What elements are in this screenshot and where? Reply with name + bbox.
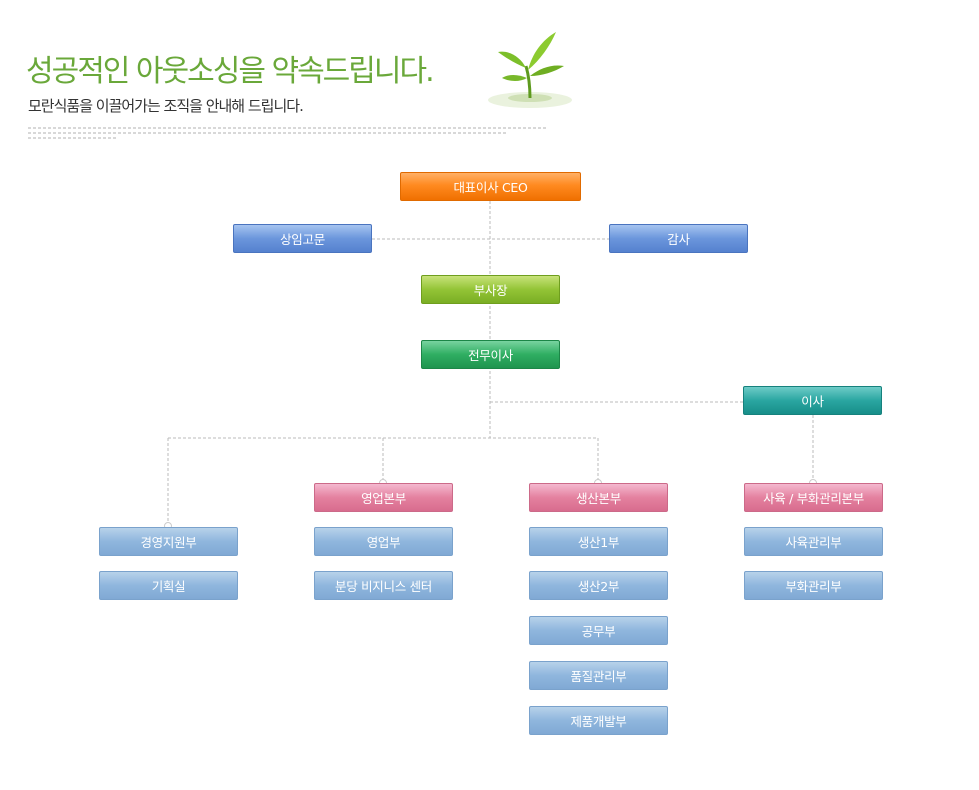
decorative-fine-text <box>28 137 118 139</box>
team-box-production-2: 생산2부 <box>529 571 668 600</box>
decorative-fine-text <box>28 127 548 129</box>
advisor-box: 상임고문 <box>233 224 372 253</box>
team-box-bundang-center: 분당 비지니스 센터 <box>314 571 453 600</box>
team-box-facilities: 공무부 <box>529 616 668 645</box>
team-box-planning: 기획실 <box>99 571 238 600</box>
team-box-production-1: 생산1부 <box>529 527 668 556</box>
ceo-box: 대표이사 CEO <box>400 172 581 201</box>
team-box-quality-control: 품질관리부 <box>529 661 668 690</box>
auditor-box: 감사 <box>609 224 748 253</box>
team-box-breeding-management: 사육관리부 <box>744 527 883 556</box>
team-box-hatching-management: 부화관리부 <box>744 571 883 600</box>
sprout-icon <box>488 32 572 108</box>
page-subtitle: 모란식품을 이끌어가는 조직을 안내해 드립니다. <box>28 97 304 115</box>
team-box-sales: 영업부 <box>314 527 453 556</box>
division-box-management-support: 경영지원부 <box>99 527 238 556</box>
division-box-production: 생산본부 <box>529 483 668 512</box>
director-box: 이사 <box>743 386 882 415</box>
division-box-breeding: 사육 / 부화관리본부 <box>744 483 883 512</box>
team-box-product-development: 제품개발부 <box>529 706 668 735</box>
division-box-sales: 영업본부 <box>314 483 453 512</box>
decorative-fine-text <box>28 132 508 134</box>
managing-director-box: 전무이사 <box>421 340 560 369</box>
vice-president-box: 부사장 <box>421 275 560 304</box>
page-title: 성공적인 아웃소싱을 약속드립니다. <box>26 54 435 89</box>
